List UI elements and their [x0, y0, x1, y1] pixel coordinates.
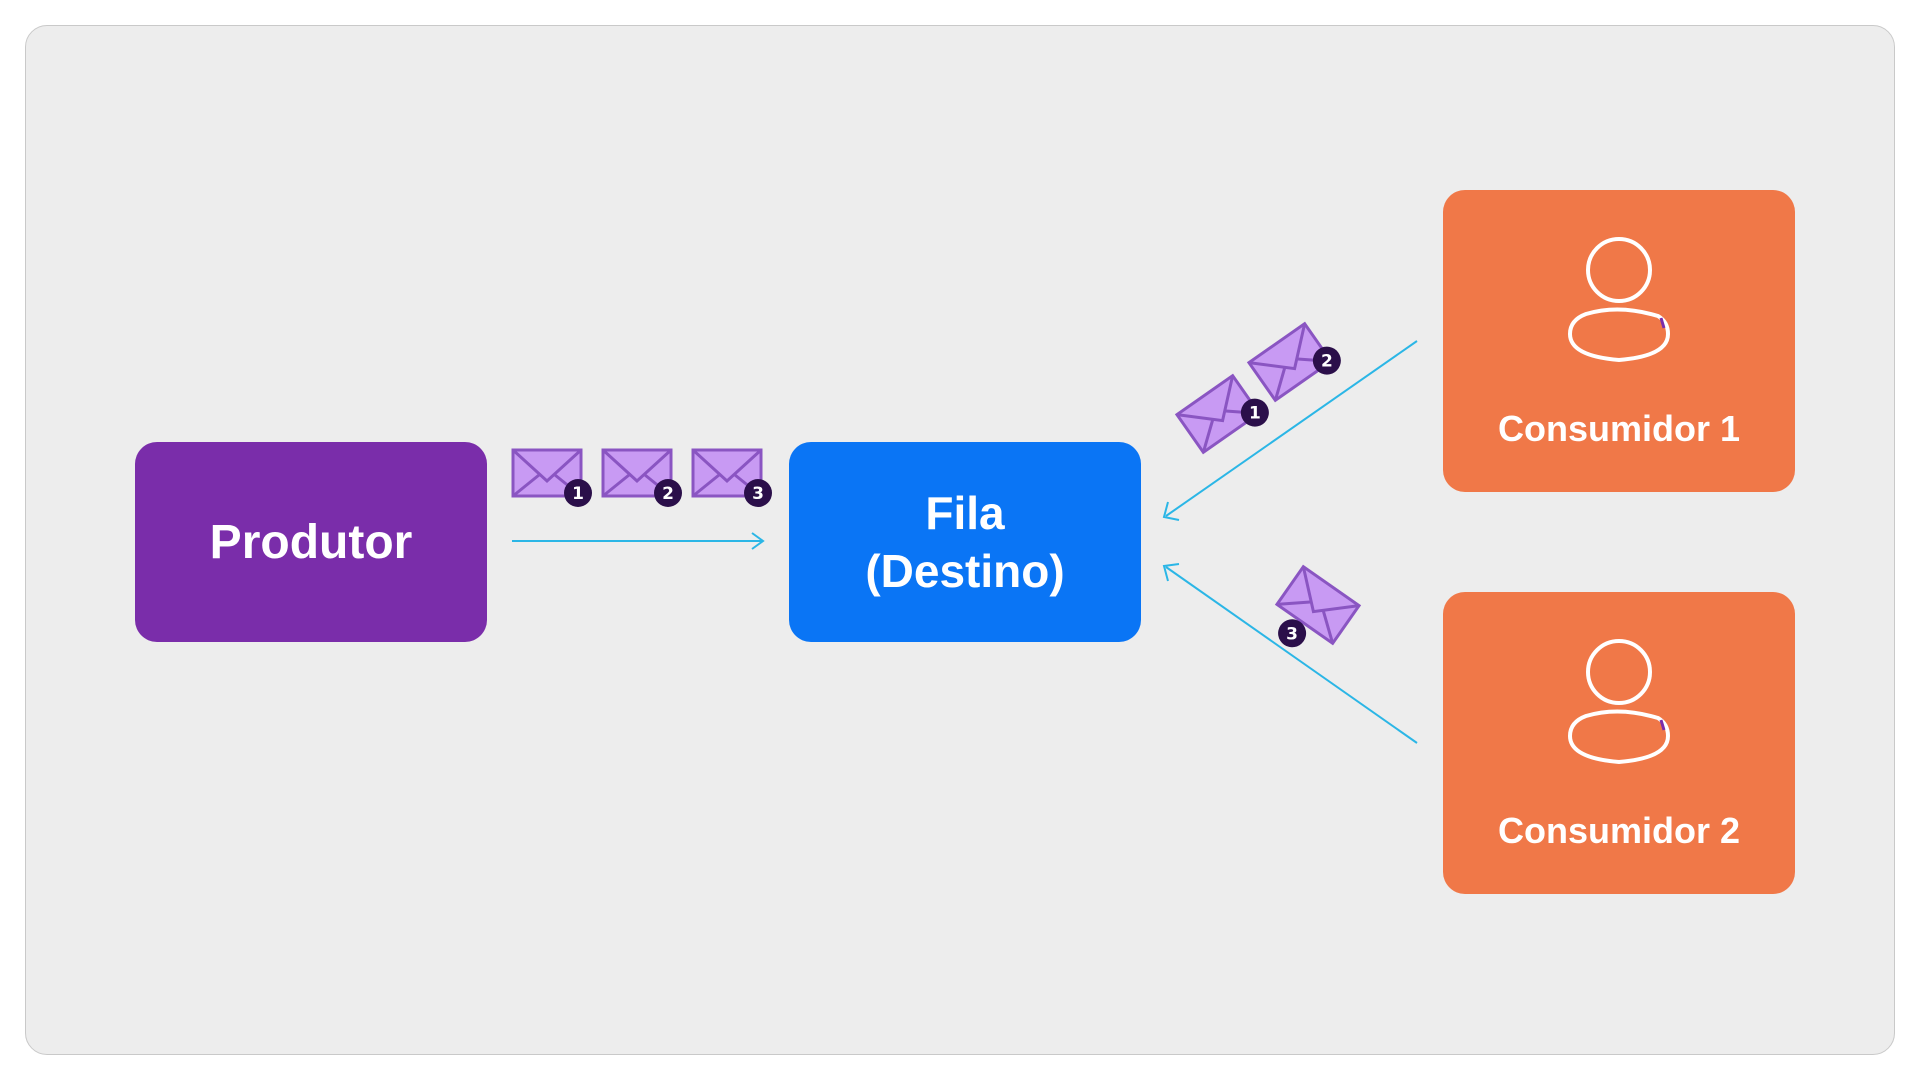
queue-label-line1: Fila: [925, 487, 1005, 539]
consumer-2-label: Consumidor 2: [1497, 810, 1740, 851]
producer-label: Produtor: [209, 515, 413, 569]
consumer-1-node: Consumidor 1: [1443, 190, 1795, 492]
producer-node: Produtor: [135, 442, 487, 642]
user-icon: [1567, 639, 1671, 765]
queue-node: Fila (Destino): [789, 442, 1141, 642]
consumer-1-label: Consumidor 1: [1497, 408, 1740, 449]
consumer-2-node: Consumidor 2: [1443, 592, 1795, 894]
queue-label-line2: (Destino): [865, 545, 1065, 597]
user-icon: [1567, 237, 1671, 363]
